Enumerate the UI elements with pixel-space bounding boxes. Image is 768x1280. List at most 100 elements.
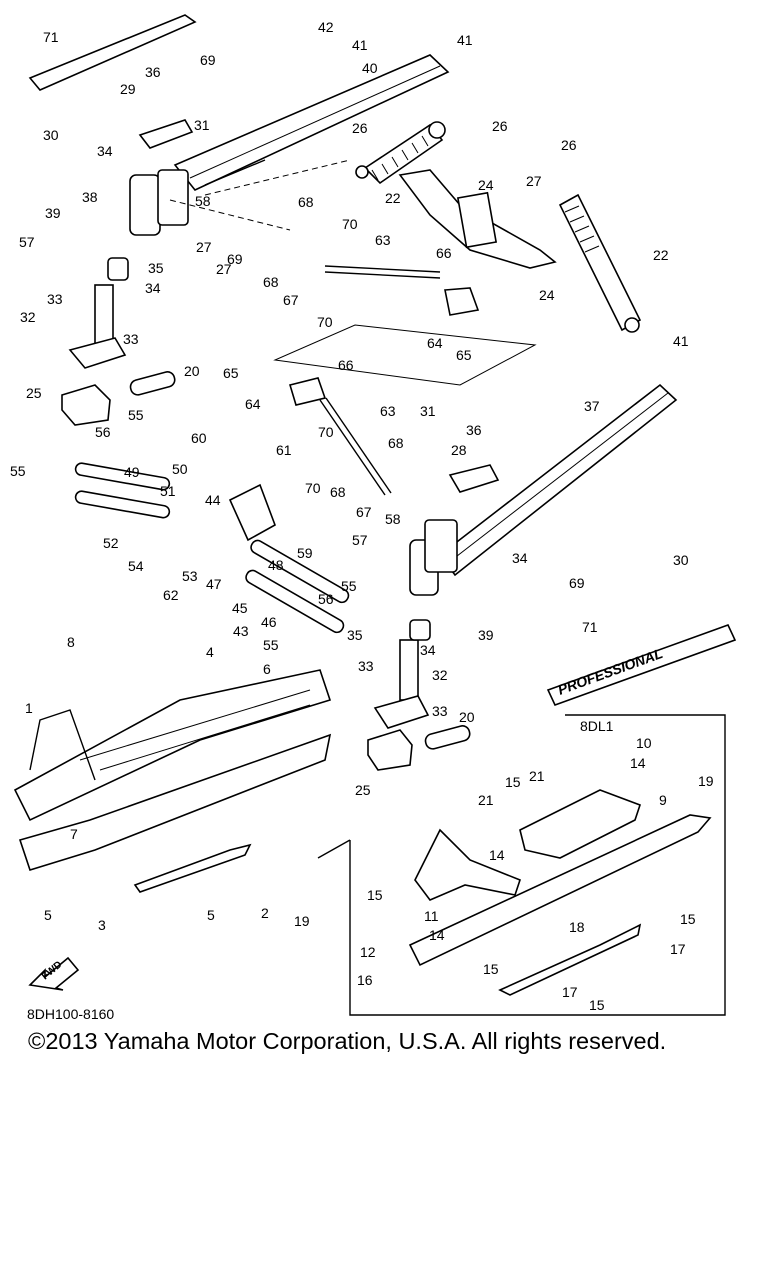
callout-label: 16 — [357, 972, 373, 988]
callout-label: 65 — [223, 365, 239, 381]
decal-strip-lower: PROFESSIONAL — [546, 623, 737, 707]
callout-label: 15 — [505, 774, 521, 790]
callout-label: 55 — [263, 637, 279, 653]
callout-label: 37 — [584, 398, 600, 414]
steering-housing-lower — [409, 519, 458, 596]
callout-label: 30 — [673, 552, 689, 568]
callout-label: 57 — [352, 532, 368, 548]
callout-label: 18 — [569, 919, 585, 935]
ski-left — [13, 669, 332, 871]
callout-label: 59 — [297, 545, 313, 561]
callout-label: 5 — [44, 907, 52, 923]
callout-label: 15 — [483, 961, 499, 977]
callout-label: 70 — [342, 216, 358, 232]
callout-label: 3 — [98, 917, 106, 933]
callout-label: 4 — [206, 644, 214, 660]
callout-label: 14 — [489, 847, 505, 863]
callout-label: 26 — [492, 118, 508, 134]
callout-label: 31 — [420, 403, 436, 419]
callout-label: 31 — [194, 117, 210, 133]
callout-label: 71 — [43, 29, 59, 45]
callout-label: 68 — [263, 274, 279, 290]
callout-label: 24 — [539, 287, 555, 303]
inset-8DL1 — [317, 714, 726, 1016]
callout-label: 33 — [358, 658, 374, 674]
frame-bracket-59 — [228, 483, 276, 542]
callout-label: 52 — [103, 535, 119, 551]
callout-label: 14 — [429, 927, 445, 943]
callout-label: 34 — [512, 550, 528, 566]
callout-label: 36 — [145, 64, 161, 80]
callout-label: 19 — [698, 773, 714, 789]
callout-label: 36 — [466, 422, 482, 438]
callout-label: 34 — [145, 280, 161, 296]
callout-label: 15 — [680, 911, 696, 927]
ski-joint-25-upper — [61, 384, 111, 426]
callout-label: 63 — [380, 403, 396, 419]
callout-label: 64 — [427, 335, 443, 351]
bar-20-upper — [129, 371, 176, 396]
callout-label: 68 — [298, 194, 314, 210]
callout-label: 67 — [356, 504, 372, 520]
callout-label: 25 — [26, 385, 42, 401]
callout-label: 41 — [673, 333, 689, 349]
callout-label: 66 — [338, 357, 354, 373]
callout-label: 67 — [283, 292, 299, 308]
callout-label: 20 — [459, 709, 475, 725]
callout-label: 66 — [436, 245, 452, 261]
callout-label: 58 — [385, 511, 401, 527]
callout-label: 5 — [207, 907, 215, 923]
callout-label: 48 — [268, 557, 284, 573]
callout-label: 62 — [163, 587, 179, 603]
copyright-notice: ©2013 Yamaha Motor Corporation, U.S.A. A… — [28, 1028, 667, 1054]
callout-label: 14 — [630, 755, 646, 771]
callout-label: 15 — [589, 997, 605, 1013]
spindle-32-lower — [373, 619, 431, 729]
callout-label: 2 — [261, 905, 269, 921]
callout-label: 69 — [227, 251, 243, 267]
callout-label: 55 — [10, 463, 26, 479]
callout-label: 10 — [636, 735, 652, 751]
callout-label: 68 — [330, 484, 346, 500]
callout-label: 42 — [318, 19, 334, 35]
callout-label: 40 — [362, 60, 378, 76]
callout-label: 68 — [388, 435, 404, 451]
callout-label: 69 — [569, 575, 585, 591]
callout-label: 15 — [367, 887, 383, 903]
callout-label: 34 — [97, 143, 113, 159]
callout-label: 53 — [182, 568, 198, 584]
callout-label: 58 — [195, 193, 211, 209]
callout-label: 28 — [451, 442, 467, 458]
callout-label: 61 — [276, 442, 292, 458]
callout-label: 70 — [318, 424, 334, 440]
bracket-28 — [448, 464, 500, 493]
callout-label: 63 — [375, 232, 391, 248]
callout-label: 45 — [232, 600, 248, 616]
callout-label: 60 — [191, 430, 207, 446]
callout-label: 19 — [294, 913, 310, 929]
callout-label: 41 — [352, 37, 368, 53]
callout-label: 24 — [478, 177, 494, 193]
callout-label: 32 — [432, 667, 448, 683]
callout-label: 21 — [529, 768, 545, 784]
callout-label: 34 — [420, 642, 436, 658]
callout-label: 43 — [233, 623, 249, 639]
callout-label: 57 — [19, 234, 35, 250]
callout-label: 29 — [120, 81, 136, 97]
link-rod-63-upper — [324, 271, 441, 279]
callout-label: 55 — [341, 578, 357, 594]
callout-label: 47 — [206, 576, 222, 592]
callout-label: 44 — [205, 492, 221, 508]
callout-label: 33 — [47, 291, 63, 307]
decal-strip-top — [28, 14, 197, 91]
pivot-shafts — [74, 462, 350, 634]
callout-label: 39 — [478, 627, 494, 643]
callout-label: 11 — [424, 908, 439, 924]
callout-label: 49 — [124, 464, 140, 480]
callout-label: 25 — [355, 782, 371, 798]
callout-label: 54 — [128, 558, 144, 574]
ski-joint-25-lower — [367, 729, 413, 771]
callout-label: 35 — [148, 260, 164, 276]
